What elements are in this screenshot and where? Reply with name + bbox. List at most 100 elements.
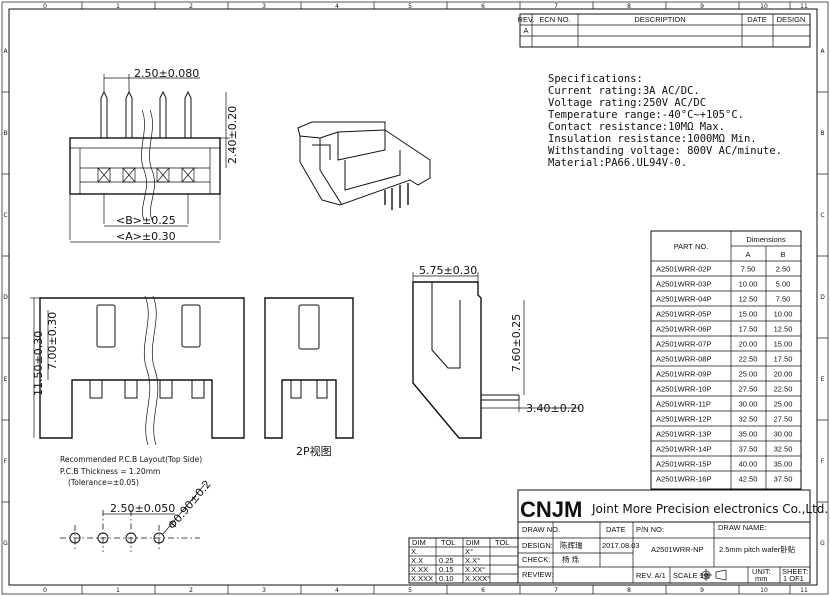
part-number-cell: A2501WRR-06P bbox=[656, 325, 711, 334]
bottom-col-8: 8 bbox=[627, 587, 631, 594]
rev-header-ecn: ECN NO. bbox=[539, 15, 570, 24]
side-row-b-right: B bbox=[820, 130, 824, 137]
dim-a-cell: 35.00 bbox=[739, 430, 758, 439]
bottom-col-5: 5 bbox=[408, 587, 412, 594]
dim-b-cell: 30.00 bbox=[774, 430, 793, 439]
rev-row-a: A bbox=[523, 26, 528, 35]
check-label: CHECK: bbox=[522, 555, 550, 564]
draw-no-label: DRAW NO. bbox=[522, 525, 560, 534]
top-col-9: 9 bbox=[700, 3, 704, 10]
part-number-cell: A2501WRR-07P bbox=[656, 340, 711, 349]
rev-header-design: DESIGN bbox=[777, 15, 806, 24]
part-number-cell: A2501WRR-16P bbox=[656, 475, 711, 484]
part-number-cell: A2501WRR-03P bbox=[656, 280, 711, 289]
bottom-col-4: 4 bbox=[335, 587, 339, 594]
dim-b-cell: 10.00 bbox=[774, 310, 793, 319]
side-row-d: D bbox=[3, 294, 8, 301]
title-block: CNJM Joint More Precision electronics Co… bbox=[517, 489, 828, 584]
bottom-col-1: 1 bbox=[116, 587, 120, 594]
review-label: REVIEW: bbox=[522, 570, 554, 579]
part-number-cell: A2501WRR-13P bbox=[656, 430, 711, 439]
dim-pin-height: 2.40±0.20 bbox=[226, 106, 239, 164]
dim-body-height: 7.00±0.30 bbox=[46, 312, 59, 370]
part-number-cell: A2501WRR-05P bbox=[656, 310, 711, 319]
bottom-col-7: 7 bbox=[554, 587, 558, 594]
dim-a-cell: 17.50 bbox=[739, 325, 758, 334]
spec-line-0: Current rating:3A AC/DC. bbox=[548, 85, 700, 97]
tolerance-cell: X.XXX bbox=[411, 574, 433, 583]
dim-a: <A>±0.30 bbox=[116, 230, 176, 243]
tolerance-cell: X.X bbox=[411, 556, 423, 565]
scale-value: SCALE 1:1 bbox=[673, 571, 710, 580]
dim-b-cell: 12.50 bbox=[774, 325, 793, 334]
tolerance-cell: X.XX bbox=[411, 565, 428, 574]
spec-line-1: Voltage rating:250V AC/DC bbox=[548, 97, 706, 109]
dim-b-cell: 25.00 bbox=[774, 400, 793, 409]
part-number-cell: A2501WRR-12P bbox=[656, 415, 711, 424]
part-number-cell: A2501WRR-02P bbox=[656, 265, 711, 274]
dim-a-cell: 22.50 bbox=[739, 355, 758, 364]
part-number-cell: A2501WRR-10P bbox=[656, 385, 711, 394]
bottom-column-ruler: 0 1 2 3 4 5 6 7 8 9 10 11 bbox=[43, 585, 808, 594]
dim-tail: 3.40±0.20 bbox=[526, 402, 584, 415]
date-label: DATE bbox=[606, 525, 625, 534]
dim-b-cell: 27.50 bbox=[774, 415, 793, 424]
part-number-cell: A2501WRR-09P bbox=[656, 370, 711, 379]
tolerance-cell: X. bbox=[411, 547, 418, 556]
company-logo: CNJM bbox=[520, 497, 582, 522]
pcb-note-line-2: (Tolerance=±0.05) bbox=[68, 478, 139, 487]
side-row-c-right: C bbox=[820, 212, 824, 219]
two-pin-view: 2P视图 bbox=[264, 297, 354, 458]
tolerance-cell: 0.10 bbox=[439, 574, 454, 583]
sheet-label: SHEET: bbox=[782, 567, 808, 576]
top-col-3: 3 bbox=[262, 3, 266, 10]
dims-col-a: A bbox=[745, 250, 750, 259]
tol-h4: TOL bbox=[495, 538, 509, 547]
unit-label: UNIT: bbox=[752, 567, 771, 576]
dim-side-width: 5.75±0.30 bbox=[419, 264, 477, 277]
dim-b-cell: 7.50 bbox=[776, 295, 791, 304]
top-col-7: 7 bbox=[554, 3, 558, 10]
part-number-cell: A2501WRR-08P bbox=[656, 355, 711, 364]
spec-line-4: Insulation resistance:1000MΩ Min. bbox=[548, 133, 757, 145]
dims-header: Dimensions bbox=[746, 235, 785, 244]
dim-b-cell: 20.00 bbox=[774, 370, 793, 379]
top-col-10: 10 bbox=[760, 3, 768, 10]
spec-title: Specifications: bbox=[548, 73, 643, 85]
rev-header-rev: REV. bbox=[518, 15, 535, 24]
dim-b-cell: 22.50 bbox=[774, 385, 793, 394]
side-row-c: C bbox=[3, 212, 7, 219]
top-col-11: 11 bbox=[800, 3, 808, 10]
tolerance-cell: 0.25 bbox=[439, 556, 454, 565]
pcb-note: Recommended P.C.B Layout(Top Side) P.C.B… bbox=[60, 455, 202, 487]
company-name: Joint More Precision electronics Co.,Ltd… bbox=[591, 502, 828, 516]
side-row-e: E bbox=[4, 376, 8, 383]
tolerance-cell: X.XX° bbox=[465, 565, 485, 574]
specifications: Specifications: Current rating:3A AC/DC.… bbox=[548, 73, 782, 169]
revision-block: REV. ECN NO. DESCRIPTION DATE DESIGN A bbox=[518, 13, 811, 48]
spec-line-2: Temperature range:-40°C~+105°C. bbox=[548, 109, 744, 121]
sheet-value: 1 OF1 bbox=[783, 574, 804, 583]
front-view: 11.50±0.30 7.00±0.30 bbox=[30, 295, 245, 446]
tol-h2: TOL bbox=[441, 538, 455, 547]
top-col-6: 6 bbox=[481, 3, 485, 10]
dim-a-cell: 42.50 bbox=[739, 475, 758, 484]
top-col-5: 5 bbox=[408, 3, 412, 10]
side-row-g: G bbox=[3, 540, 8, 547]
bottom-col-10: 10 bbox=[760, 587, 768, 594]
bottom-col-9: 9 bbox=[700, 587, 704, 594]
dim-side-height: 7.60±0.25 bbox=[510, 314, 523, 372]
side-row-e-right: E bbox=[821, 376, 825, 383]
side-row-g-right: G bbox=[820, 540, 825, 547]
tol-h3: DIM bbox=[466, 538, 480, 547]
tolerance-cell: X.XXX° bbox=[465, 574, 490, 583]
top-column-ruler: 0 1 2 3 4 5 6 7 8 9 10 11 bbox=[43, 2, 808, 10]
isometric-view bbox=[297, 121, 431, 210]
top-col-4: 4 bbox=[335, 3, 339, 10]
part-number-cell: A2501WRR-04P bbox=[656, 295, 711, 304]
side-row-a-right: A bbox=[820, 48, 825, 55]
bottom-col-6: 6 bbox=[481, 587, 485, 594]
